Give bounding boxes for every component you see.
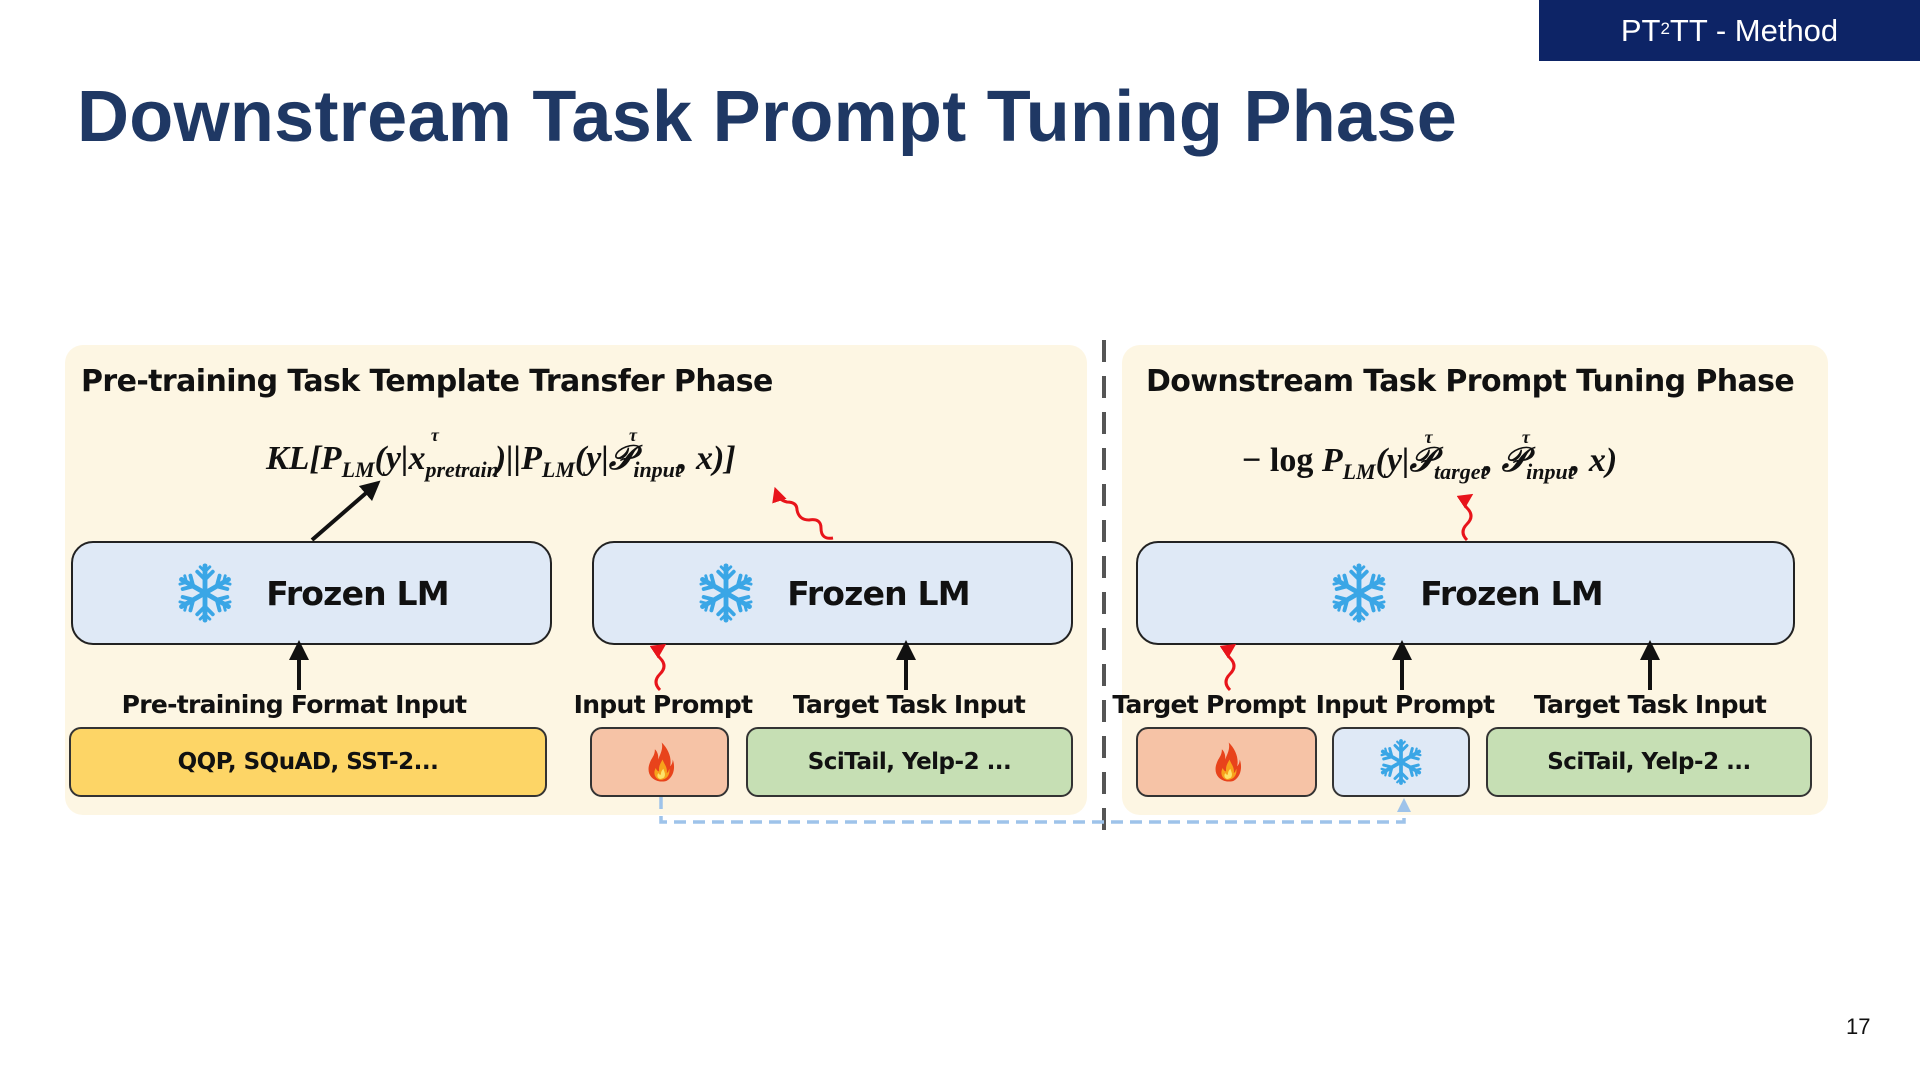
pretraining-datasets-box: QQP, SQuAD, SST-2... — [69, 727, 547, 797]
label-target-task-input-right: Target Task Input — [1533, 690, 1767, 719]
left-panel-title: Pre-training Task Template Transfer Phas… — [81, 364, 773, 399]
frozen-lm-label: Frozen LM — [1420, 573, 1603, 613]
label-input-prompt-right: Input Prompt — [1315, 690, 1495, 719]
snowflake-icon — [1332, 563, 1386, 623]
snowflake-icon — [178, 563, 232, 623]
frozen-lm-label: Frozen LM — [266, 573, 449, 613]
slide-title: Downstream Task Prompt Tuning Phase — [77, 77, 1458, 157]
frozen-lm-downstream: Frozen LM — [1136, 541, 1795, 645]
gradient-arrow — [649, 643, 667, 692]
snowflake-icon — [1380, 739, 1422, 785]
gradient-arrow — [772, 486, 834, 540]
page-number: 17 — [1846, 1014, 1871, 1039]
label-target-prompt: Target Prompt — [1112, 690, 1306, 719]
snowflake-icon — [699, 563, 753, 623]
frozen-lm-label: Frozen LM — [787, 573, 970, 613]
section-tag-suffix: TT - Method — [1669, 12, 1839, 48]
label-pretraining-format-input: Pre-training Format Input — [121, 690, 468, 719]
fire-icon — [1215, 742, 1241, 782]
section-tag-prefix: PT — [1620, 12, 1661, 48]
frozen-input-prompt-box — [1332, 727, 1470, 797]
target-task-data-box: SciTail, Yelp-2 ... — [746, 727, 1073, 797]
kl-formula: KL[PLM(y|xpretrainτ)||PLM(y|𝒫inputτ, x)] — [266, 424, 736, 482]
target-task-data-box-right: SciTail, Yelp-2 ... — [1486, 727, 1812, 797]
label-target-task-input: Target Task Input — [792, 690, 1026, 719]
label-input-prompt: Input Prompt — [573, 690, 753, 719]
nll-formula: − log PLM(y|𝒫targetτ, 𝒫inputτ, x) — [1242, 426, 1618, 484]
arrow-to-kl — [310, 480, 381, 542]
trainable-target-prompt-box — [1136, 727, 1317, 797]
gradient-arrow — [1219, 643, 1237, 692]
frozen-lm-pretrain: Frozen LM — [71, 541, 552, 645]
prompt-transfer-line — [659, 797, 1411, 824]
section-tag-sup: 2 — [1660, 18, 1670, 38]
gradient-arrow — [1456, 493, 1474, 542]
frozen-lm-transfer: Frozen LM — [592, 541, 1073, 645]
trainable-input-prompt-box — [590, 727, 729, 797]
fire-icon — [648, 742, 674, 782]
right-panel-title: Downstream Task Prompt Tuning Phase — [1146, 364, 1795, 399]
